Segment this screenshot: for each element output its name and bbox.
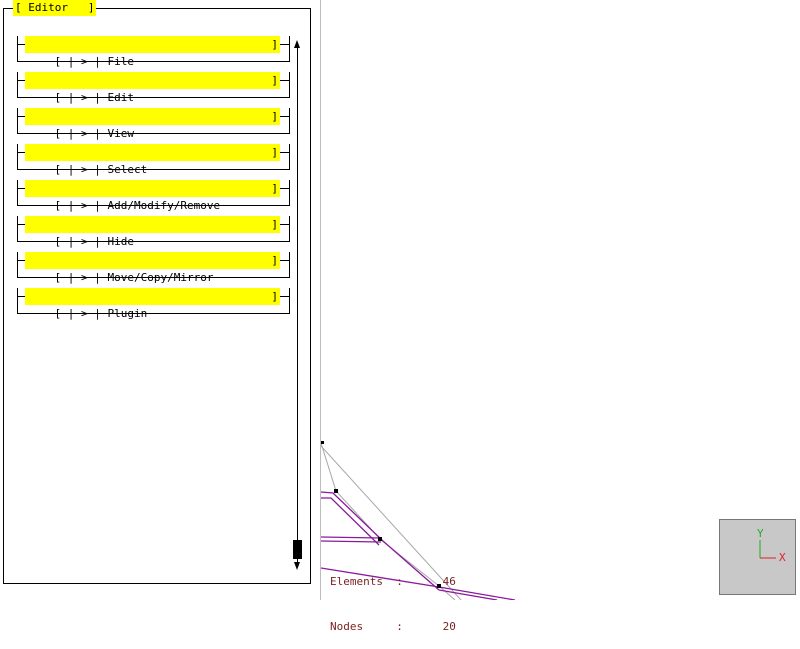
menu-group-edit: [ | > | Edit] [17,72,290,104]
axis-y-label: Y [757,527,764,540]
menu-hide-button[interactable]: [ | > | Hide] [25,216,280,248]
panel-divider[interactable] [320,0,321,600]
menu-plugin-label: [ | > | Plugin [54,307,148,320]
menu-move-copy-mirror-button[interactable]: [ | > | Move/Copy/Mirror] [25,252,280,284]
menu-select-button[interactable]: [ | > | Select] [25,144,280,176]
menu-group-add-modify-remove: [ | > | Add/Modify/Remove] [17,180,290,212]
axis-x-label: X [779,551,786,564]
editor-panel [3,8,311,584]
menu-file-button[interactable]: [ | > | File] [25,36,280,68]
menu-add-modify-remove-button[interactable]: [ | > | Add/Modify/Remove] [25,180,280,212]
elements-row: Elements : 46 [330,574,456,589]
elements-label: Elements : [330,575,403,588]
menu-select-label: [ | > | Select [54,163,148,176]
nodes-label: Nodes : [330,620,403,633]
nodes-row: Nodes : 20 [330,619,456,634]
menu-group-view: [ | > | View] [17,108,290,140]
menu-plugin-button[interactable]: [ | > | Plugin] [25,288,280,320]
scroll-down-arrow-icon[interactable] [294,562,300,570]
menu-add-modify-remove-label: [ | > | Add/Modify/Remove [54,199,221,212]
menu-group-file: [ | > | File] [17,36,290,68]
scrollbar-track[interactable] [297,44,298,566]
menu-group-plugin: [ | > | Plugin] [17,288,290,320]
scroll-up-arrow-icon[interactable] [294,40,300,48]
menu-file-label: [ | > | File [54,55,134,68]
menu-view-label: [ | > | View [54,127,134,140]
axis-triad-lines [759,540,776,559]
scrollbar-thumb[interactable] [293,540,302,559]
menu-edit-button[interactable]: [ | > | Edit] [25,72,280,104]
mesh-lines [321,442,462,600]
menu-hide-label: [ | > | Hide [54,235,134,248]
menu-view-button[interactable]: [ | > | View] [25,108,280,140]
editor-panel-title: [ Editor ] [13,0,97,16]
menu-edit-label: [ | > | Edit [54,91,134,104]
mesh-stats: Elements : 46 Nodes : 20 [330,544,456,649]
mesh-nodes [321,441,441,588]
viewport-canvas[interactable] [321,0,800,600]
menu-move-copy-mirror-label: [ | > | Move/Copy/Mirror [54,271,214,284]
menu-group-move-copy-mirror: [ | > | Move/Copy/Mirror] [17,252,290,284]
nodes-count: 20 [442,620,456,633]
axis-triad-icon: Y X [719,519,796,595]
menu-group-hide: [ | > | Hide] [17,216,290,248]
mesh-elements [321,491,516,600]
menu-group-select: [ | > | Select] [17,144,290,176]
elements-count: 46 [442,575,456,588]
